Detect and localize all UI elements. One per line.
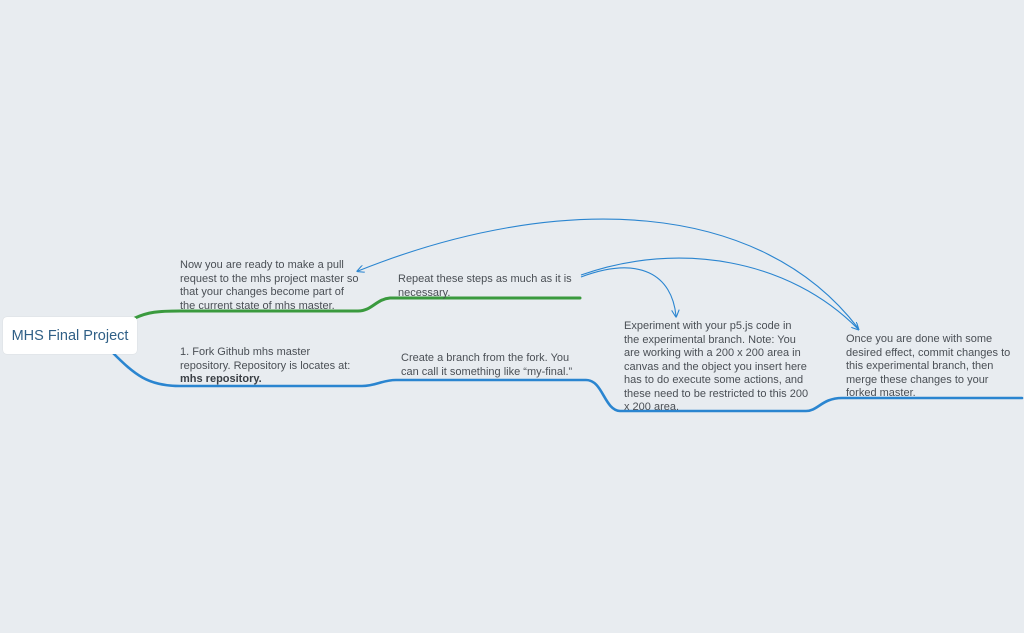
mhs-repository-link[interactable]: mhs repository. bbox=[180, 373, 262, 385]
arrow-repeat-to-once bbox=[580, 257, 858, 329]
topic-experiment[interactable]: Experiment with your p5.js code in the e… bbox=[624, 320, 809, 413]
arrow-once-to-pull bbox=[358, 218, 859, 329]
topic-fork-text: 1. Fork Github mhs master repository. Re… bbox=[180, 346, 351, 372]
root-node-label: MHS Final Project bbox=[11, 327, 129, 344]
topic-repeat-steps[interactable]: Repeat these steps as much as it is nece… bbox=[398, 273, 572, 299]
branch-line-green-1 bbox=[133, 296, 582, 320]
branch-line-blue-1 bbox=[110, 350, 1024, 413]
topic-fork-repository[interactable]: 1. Fork Github mhs master repository. Re… bbox=[180, 346, 360, 387]
topic-pull-request[interactable]: Now you are ready to make a pull request… bbox=[180, 259, 359, 312]
topic-once-done[interactable]: Once you are done with some desired effe… bbox=[846, 333, 1011, 399]
arrow-repeat-to-experiment bbox=[580, 267, 676, 316]
topic-create-branch[interactable]: Create a branch from the fork. You can c… bbox=[401, 352, 573, 378]
root-node[interactable]: MHS Final Project bbox=[3, 317, 137, 354]
